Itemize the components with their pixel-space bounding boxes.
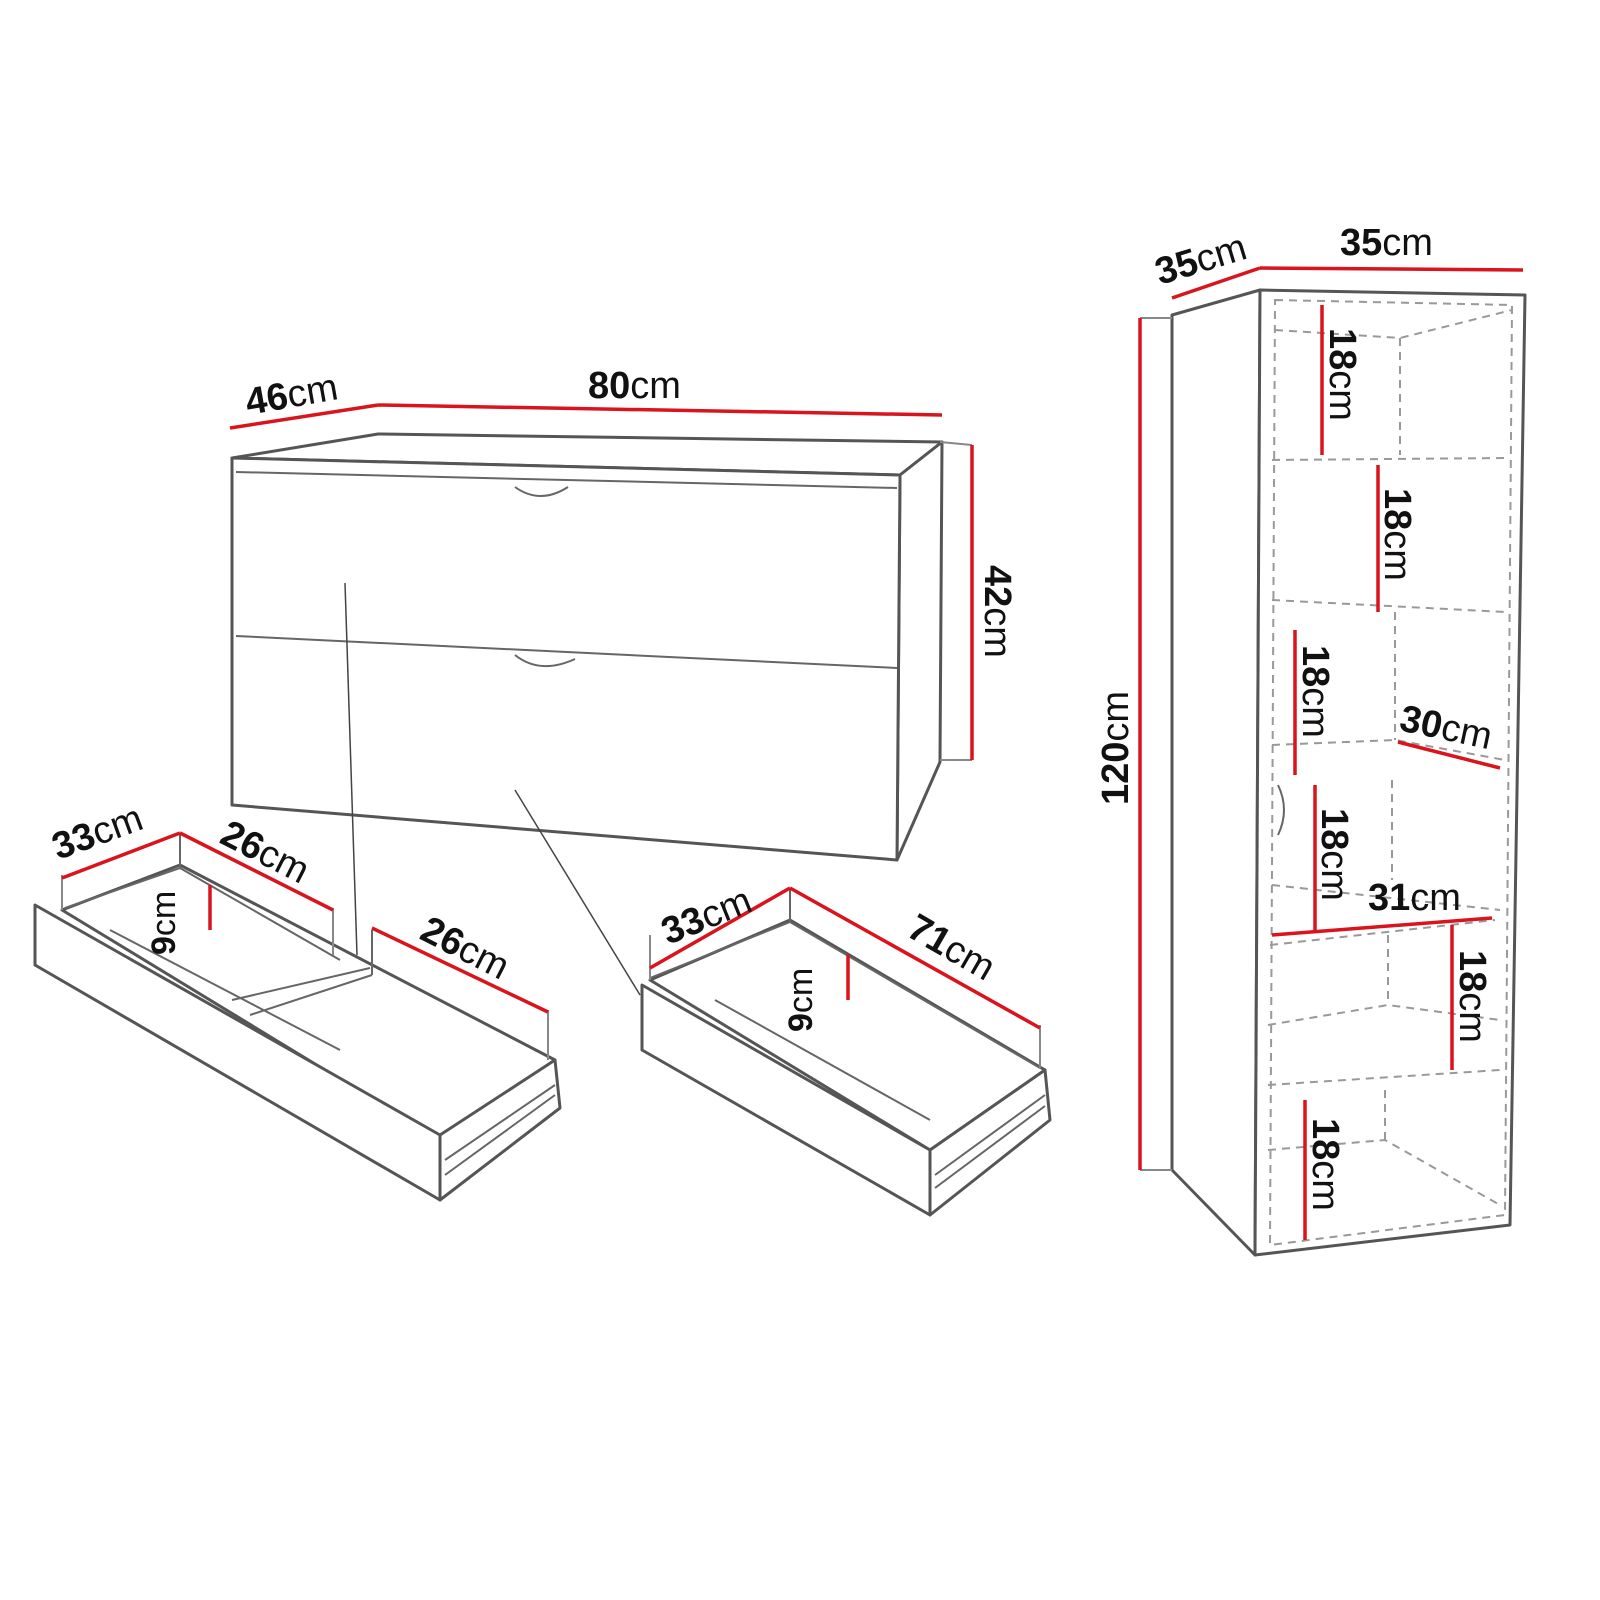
shelf-width-line (1259, 266, 1524, 272)
small-drawer-depth-label: 33cm (47, 797, 149, 868)
large-drawer-width-line (789, 886, 1041, 1030)
small-drawer (33, 835, 562, 1202)
chest-depth-label: 46cm (242, 366, 341, 424)
shelf-width-label: 35cm (1340, 222, 1433, 264)
drawer-handle (514, 486, 569, 497)
compartment-height-label: 18cm (1376, 488, 1418, 581)
small-drawer-height-label: 9cm (145, 891, 183, 955)
chest-height-label: 42cm (976, 565, 1018, 658)
chest-of-drawers (230, 432, 973, 996)
compartment-height-label: 18cm (1304, 1118, 1346, 1211)
inner-depth-line (1397, 740, 1501, 770)
large-drawer-height-label: 9cm (782, 968, 820, 1032)
compartment-height-label: 18cm (1451, 950, 1493, 1043)
small-drawer-width-left-line (179, 831, 334, 912)
door-handle (1277, 784, 1285, 836)
small-drawer-width-right-line (371, 926, 549, 1014)
inner-width-line (1271, 916, 1493, 937)
large-drawer-depth-line (649, 886, 791, 970)
chest-width-line (377, 403, 943, 417)
drawer-top-edge (235, 471, 898, 489)
small-drawer-depth-line (61, 831, 181, 880)
inner-width-label: 31cm (1368, 877, 1461, 919)
drawer-handle (514, 654, 576, 668)
small-drawer-width-right-label: 26cm (414, 909, 516, 989)
compartment-height-label: 18cm (1321, 328, 1363, 421)
compartment-height-label: 18cm (1313, 808, 1355, 901)
shelf-height-label: 120cm (1095, 691, 1137, 805)
shelf-depth-label: 35cm (1150, 226, 1251, 293)
small-drawer-width-left-label: 26cm (214, 813, 316, 893)
large-drawer (640, 890, 1052, 1217)
inner-depth-label: 30cm (1396, 698, 1496, 758)
shelf-depth-line (1171, 266, 1261, 300)
chest-depth-line (229, 403, 379, 430)
chest-width-label: 80cm (588, 365, 681, 407)
shelf-unit (1140, 288, 1527, 1257)
compartment-height-label: 18cm (1294, 645, 1336, 738)
